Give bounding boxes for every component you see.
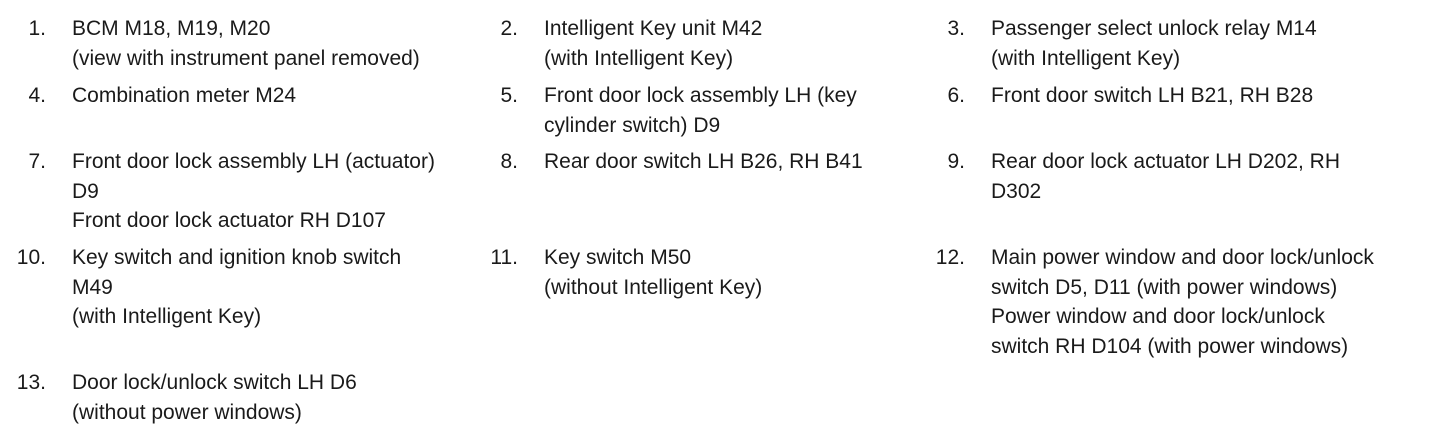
legend-item-number: 1. [28,17,46,40]
legend-item-text: Passenger select unlock relay M14 (with … [991,14,1317,73]
legend-item-line: Rear door switch LH B26, RH B41 [544,150,863,173]
legend-item-text: BCM M18, M19, M20 (view with instrument … [72,14,420,73]
legend-item-line: (with Intelligent Key) [991,46,1181,70]
legend-item-text: Front door lock assembly LH (key cylinde… [544,81,857,140]
legend-item-line: Front door lock actuator RH D107 [72,209,386,232]
legend-item-text: Door lock/unlock switch LH D6 (without p… [72,368,357,427]
legend-item-text: Front door switch LH B21, RH B28 [991,81,1313,111]
legend-item-number: 7. [28,150,46,173]
legend-item-text: Key switch and ignition knob switch M49 … [72,243,401,332]
legend-item-number: 4. [28,84,46,107]
legend-item-line: switch RH D104 (with power windows) [991,334,1349,358]
legend-item-number: 12. [935,246,965,269]
legend-item-line: (without Intelligent Key) [544,275,763,299]
legend-item-number: 3. [947,17,965,40]
legend-item-number: 10. [16,246,46,269]
legend-item-number: 2. [500,17,518,40]
legend-item-line: Front door switch LH B21, RH B28 [991,84,1314,107]
legend-item-text: Front door lock assembly LH (actuator) D… [72,147,435,236]
legend-item-number: 13. [16,371,46,394]
legend-item-line: Rear door lock actuator LH D202, RH [991,150,1340,173]
legend-item-line: Intelligent Key unit M42 [544,17,763,40]
legend-item-line: (view with instrument panel removed) [72,46,420,70]
legend-item-line: Key switch M50 [544,246,692,269]
legend-item-text: Combination meter M24 [72,81,296,111]
legend-item-line: Door lock/unlock switch LH D6 [72,371,357,394]
legend-item-text: Intelligent Key unit M42 (with Intellige… [544,14,762,73]
legend-item-line: Passenger select unlock relay M14 [991,17,1317,40]
legend-item-line: Front door lock assembly LH (key [544,84,857,107]
legend-item-line: Main power window and door lock/unlock [991,246,1374,269]
legend-item-number: 9. [947,150,965,173]
legend-item-line: D302 [991,179,1042,203]
legend-item-line: D9 [72,179,99,203]
legend-item-text: Rear door switch LH B26, RH B41 [544,147,863,177]
legend-item-line: Combination meter M24 [72,84,297,107]
legend-item-text: Rear door lock actuator LH D202, RH D302 [991,147,1340,206]
legend-item-text: Main power window and door lock/unlock s… [991,243,1374,361]
legend-item-number: 8. [500,150,518,173]
legend-item-text: Key switch M50 (without Intelligent Key) [544,243,762,302]
legend-item-line: Power window and door lock/unlock [991,305,1325,328]
legend-item-number: 6. [947,84,965,107]
legend-item-line: (with Intelligent Key) [72,305,262,328]
legend-item-number: 5. [500,84,518,107]
legend-item-line: cylinder switch) D9 [544,113,721,137]
legend-item-number: 11. [490,246,518,269]
legend-item-line: Key switch and ignition knob switch [72,246,402,269]
legend-item-line: switch D5, D11 (with power windows) [991,275,1338,299]
legend-item-line: Front door lock assembly LH (actuator) [72,150,435,173]
legend-item-line: M49 [72,275,113,299]
legend-item-line: (with Intelligent Key) [544,46,734,70]
legend-item-line: BCM M18, M19, M20 [72,17,271,40]
legend-item-line: (without power windows) [72,400,302,424]
